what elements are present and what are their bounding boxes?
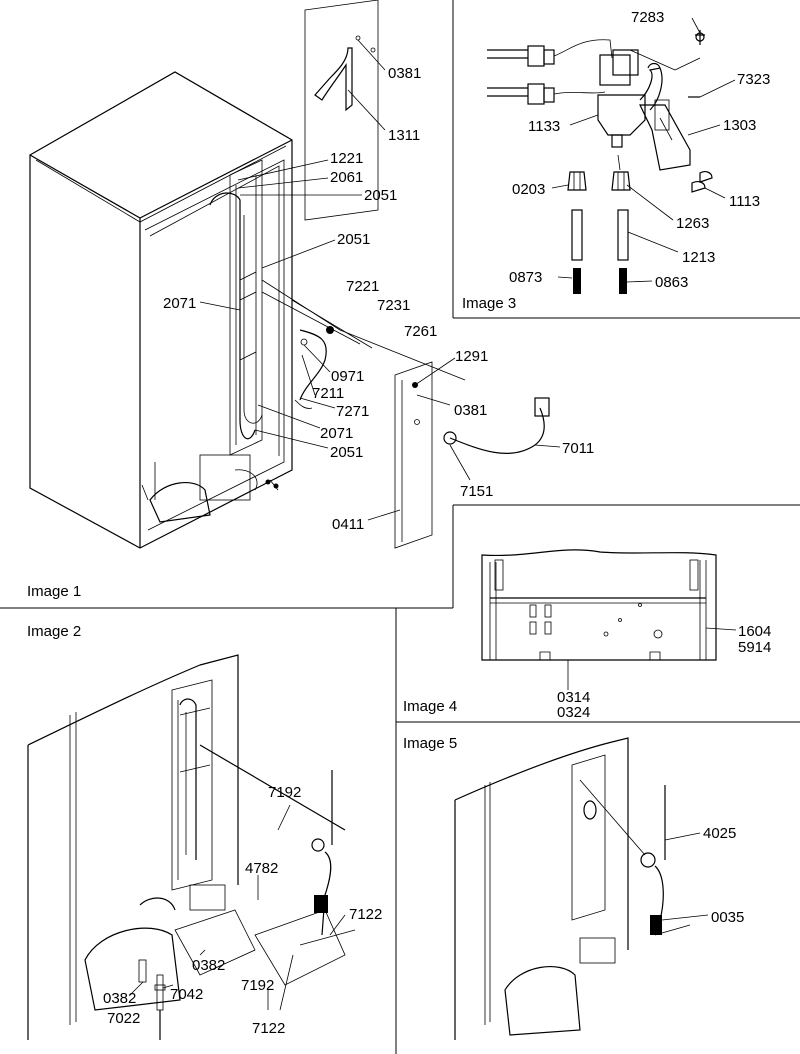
caption-image3: Image 3	[462, 295, 516, 312]
part-label: 5914	[738, 639, 771, 656]
part-label: 1113	[729, 193, 760, 210]
part-label: 7221	[346, 278, 379, 295]
part-label: 0382	[103, 990, 136, 1007]
panel-captions: Image 1 Image 2 Image 3 Image 4 Image 5	[27, 295, 516, 752]
part-label: 1291	[455, 348, 488, 365]
part-label: 2071	[163, 295, 196, 312]
image4-drawing	[481, 549, 717, 690]
image1-drawing	[29, 0, 550, 549]
part-label: 0863	[655, 274, 688, 291]
image3-labels: 7283 7323 1303 1133 0203 1263 1113 1213 …	[509, 9, 770, 291]
part-label: 7022	[107, 1010, 140, 1027]
image2-labels: 7192 4782 7122 0382 7192 0382 7042 7022 …	[103, 784, 382, 1037]
image1-labels: 0381 1311 1221 2061 2051 2051 2071 7221 …	[163, 65, 594, 533]
part-label: 1604	[738, 623, 771, 640]
part-label: 7211	[312, 385, 344, 402]
part-label: 7231	[377, 297, 410, 314]
part-label: 0203	[512, 181, 545, 198]
part-label: 7192	[241, 977, 274, 994]
part-label: 7042	[170, 986, 203, 1003]
part-label: 1221	[330, 150, 363, 167]
part-label: 0324	[557, 704, 590, 721]
part-label: 7122	[349, 906, 382, 923]
part-label: 0314	[557, 689, 590, 706]
part-label: 7122	[252, 1020, 285, 1037]
part-label: 7011	[562, 440, 594, 457]
image2-drawing	[27, 654, 356, 1040]
caption-image2: Image 2	[27, 623, 81, 640]
part-label: 0035	[711, 909, 744, 926]
image3-drawing	[487, 30, 713, 294]
part-label: 1213	[682, 249, 715, 266]
leader-lines	[129, 17, 737, 1011]
part-label: 2051	[337, 231, 370, 248]
part-label: 2051	[364, 187, 397, 204]
image5-drawing	[454, 737, 691, 1040]
part-label: 0971	[331, 368, 364, 385]
part-label: 0873	[509, 269, 542, 286]
part-label: 7151	[460, 483, 493, 500]
caption-image1: Image 1	[27, 583, 81, 600]
image4-labels: 1604 5914 0314 0324	[557, 623, 771, 721]
part-label: 7192	[268, 784, 301, 801]
caption-image5: Image 5	[403, 735, 457, 752]
part-label: 1263	[676, 215, 709, 232]
part-label: 4782	[245, 860, 278, 877]
part-label: 7261	[404, 323, 437, 340]
part-label: 7271	[336, 403, 369, 420]
part-label: 0382	[192, 957, 225, 974]
part-label: 0381	[388, 65, 421, 82]
part-label: 2061	[330, 169, 363, 186]
part-label: 4025	[703, 825, 736, 842]
part-label: 7283	[631, 9, 664, 26]
image5-labels: 4025 0035	[703, 825, 744, 926]
part-label: 2051	[330, 444, 363, 461]
part-label: 7323	[737, 71, 770, 88]
part-label: 0411	[332, 516, 364, 533]
part-label: 0381	[454, 402, 487, 419]
part-label: 1311	[388, 127, 420, 144]
caption-image4: Image 4	[403, 698, 457, 715]
part-label: 1303	[723, 117, 756, 134]
part-label: 2071	[320, 425, 353, 442]
part-label: 1133	[528, 118, 560, 135]
